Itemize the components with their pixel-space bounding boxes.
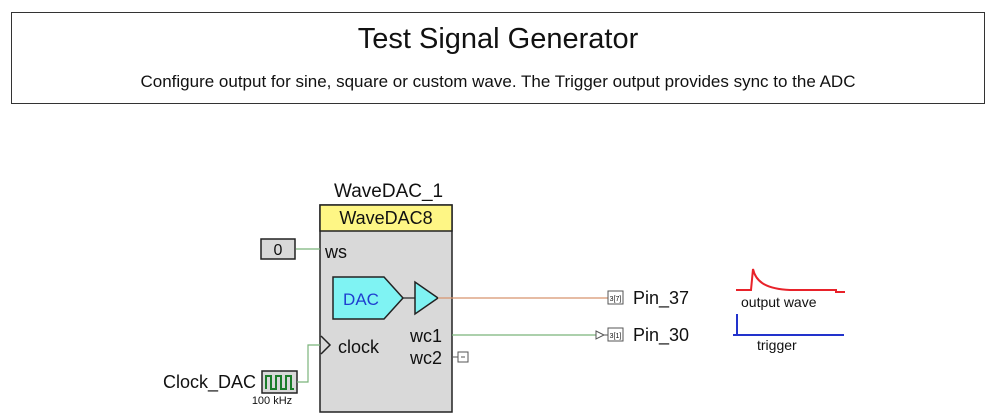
dac-block — [332, 276, 405, 320]
constant-zero-block[interactable]: 0 — [260, 238, 296, 260]
pin-wc1-label: wc1 — [409, 326, 442, 346]
wc2-terminator-icon — [457, 351, 469, 363]
pin-clock-label: clock — [338, 337, 380, 357]
pin-wc2-label: wc2 — [409, 348, 442, 368]
clock-frequency-label: 100 kHz — [252, 395, 292, 407]
title-block: Test Signal Generator Configure output f… — [11, 12, 985, 104]
pin-30-port[interactable]: 3[1] Pin_30 — [607, 325, 689, 346]
pin-30-label: Pin_30 — [633, 325, 689, 346]
clock-name-label: Clock_DAC — [163, 372, 256, 393]
component-header — [319, 204, 453, 232]
pin-37-tag: 3[7] — [610, 296, 622, 303]
page-subtitle: Configure output for sine, square or cus… — [140, 72, 856, 91]
pin-ws-label: ws — [324, 242, 347, 262]
component-instance-name: WaveDAC_1 — [334, 181, 443, 202]
component-type-label: WaveDAC8 — [339, 208, 432, 228]
clock-wire — [297, 344, 320, 383]
clock-source-block[interactable] — [261, 370, 298, 394]
wc1-wire-arrow-icon — [595, 330, 606, 340]
page-title: Test Signal Generator — [357, 23, 639, 55]
pin-30-tag: 3[1] — [610, 333, 622, 340]
output-wave-icon — [736, 268, 845, 293]
clock-input-chevron-icon — [320, 335, 332, 355]
wavedac-component[interactable]: WaveDAC8 DAC ws clock wc1 wc2 — [319, 204, 453, 413]
constant-value: 0 — [274, 242, 283, 259]
pin-37-port[interactable]: 3[7] Pin_37 — [607, 288, 689, 309]
dac-label: DAC — [343, 290, 379, 309]
pin-37-label: Pin_37 — [633, 288, 689, 309]
clock-waveform-icon — [265, 375, 294, 390]
trigger-legend-label: trigger — [757, 337, 797, 353]
trigger-icon — [733, 314, 844, 336]
output-wave-legend-label: output wave — [741, 294, 817, 310]
